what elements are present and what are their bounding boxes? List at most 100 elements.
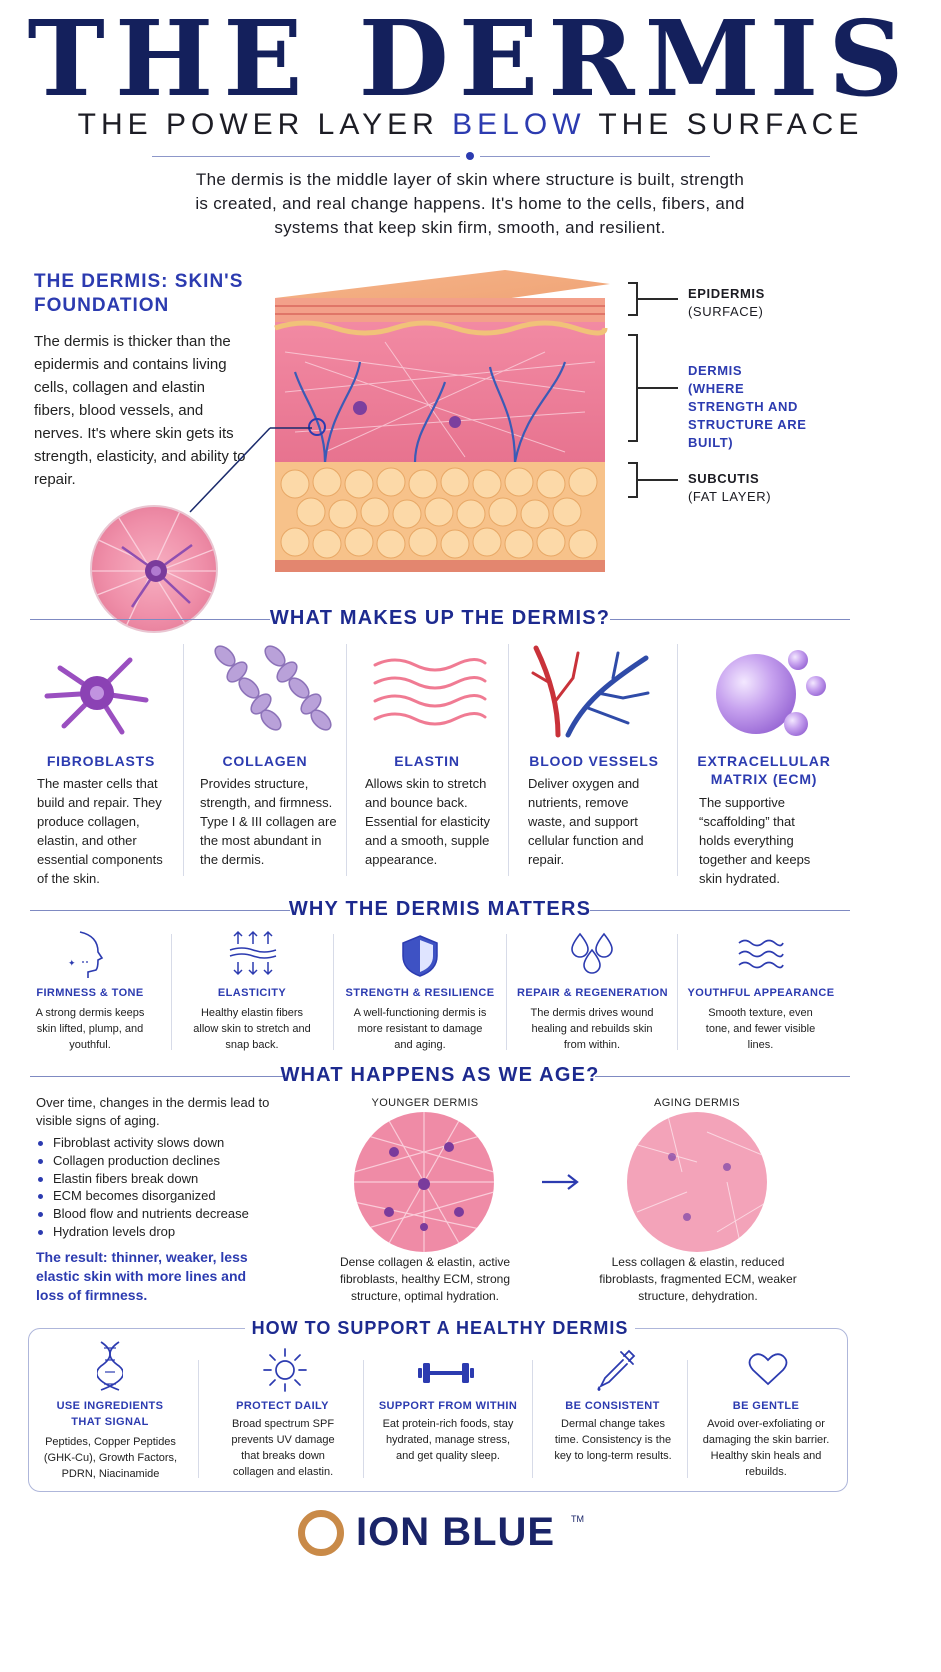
list-item: Blood flow and nutrients decrease xyxy=(36,1205,296,1223)
layer-name-epidermis: EPIDERMIS xyxy=(688,286,765,301)
matters-text-repair: The dermis drives wound healing and rebu… xyxy=(530,1007,654,1051)
components-heading-text: WHAT MAKES UP THE DERMIS? xyxy=(269,607,611,629)
ecm-bubble-icon xyxy=(716,650,826,736)
layer-label-epidermis: EPIDERMIS (SURFACE) xyxy=(688,285,765,321)
face-profile-icon: ✦ xyxy=(68,931,104,978)
support-title-ingredients: USE INGREDIENTS THAT SIGNAL xyxy=(56,1400,164,1428)
page-title: THE DERMIS xyxy=(27,0,914,120)
component-title-collagen: COLLAGEN xyxy=(222,753,308,769)
aging-dermis-caption: Less collagen & elastin, reduced fibrobl… xyxy=(599,1255,797,1303)
matters-text-youthful: Smooth texture, even tone, and fewer vis… xyxy=(705,1007,816,1051)
elastin-icon xyxy=(373,658,487,726)
matters-heading-text: WHY THE DERMIS MATTERS xyxy=(288,898,592,920)
layer-label-dermis: DERMIS (WHERE STRENGTH AND STRUCTURE ARE… xyxy=(688,362,818,452)
components-section-heading: WHAT MAKES UP THE DERMIS? xyxy=(30,607,850,631)
brand-name: ION BLUE xyxy=(356,1510,556,1554)
component-title-blood-vessels: BLOOD VESSELS xyxy=(529,753,659,769)
stretch-arrows-icon xyxy=(229,930,277,976)
support-divider xyxy=(198,1360,199,1478)
list-item: Collagen production declines xyxy=(36,1152,296,1170)
zoom-connector-line xyxy=(189,427,312,513)
support-title-protect: PROTECT DAILY xyxy=(236,1400,329,1412)
header-divider-left xyxy=(152,156,460,157)
dropper-icon xyxy=(597,1349,636,1391)
brand-logo-ring xyxy=(298,1510,344,1556)
subtitle-highlight: BELOW xyxy=(452,108,586,141)
matters-title-elasticity: ELASTICITY xyxy=(217,987,287,999)
layer-sub-subcutis: (FAT LAYER) xyxy=(688,489,772,504)
matters-text-firmness: A strong dermis keeps skin lifted, plump… xyxy=(35,1007,145,1051)
header-divider-dot xyxy=(466,152,474,160)
matters-divider xyxy=(506,934,507,1050)
subcutis-bracket-tail xyxy=(638,479,678,481)
brand-trademark: TM xyxy=(571,1514,584,1524)
svg-text:✦: ✦ xyxy=(68,959,76,969)
matters-divider xyxy=(333,934,334,1050)
aging-result: The result: thinner, weaker, less elasti… xyxy=(36,1249,248,1303)
support-title-within: SUPPORT FROM WITHIN xyxy=(378,1400,518,1412)
matters-text-strength: A well-functioning dermis is more resist… xyxy=(353,1007,487,1051)
intro-paragraph: The dermis is the middle layer of skin w… xyxy=(195,170,745,237)
dermis-zoom-circle xyxy=(90,505,218,633)
shield-icon xyxy=(402,935,438,977)
aging-dermis-circle xyxy=(627,1112,767,1252)
component-divider xyxy=(183,644,184,876)
collagen-icon xyxy=(214,645,332,731)
aging-dermis-label: AGING DERMIS xyxy=(653,1097,741,1109)
component-text-ecm: The supportive “scaffolding” that holds … xyxy=(699,795,811,886)
waves-icon xyxy=(738,939,784,969)
matters-section-heading: WHY THE DERMIS MATTERS xyxy=(30,898,850,922)
matters-title-repair: REPAIR & REGENERATION xyxy=(516,987,668,999)
aging-changes-list: Fibroblast activity slows down Collagen … xyxy=(36,1134,296,1241)
blood-vessels-icon xyxy=(531,645,650,738)
component-text-blood-vessels: Deliver oxygen and nutrients, remove was… xyxy=(528,776,644,867)
subtitle-part-2: THE SURFACE xyxy=(598,108,864,141)
matters-title-firmness: FIRMNESS & TONE xyxy=(36,987,144,999)
list-item: Elastin fibers break down xyxy=(36,1170,296,1188)
support-heading: HOW TO SUPPORT A HEALTHY DERMIS xyxy=(245,1318,635,1339)
component-title-elastin: ELASTIN xyxy=(394,753,460,769)
list-item: Hydration levels drop xyxy=(36,1223,296,1241)
support-title-consistent: BE CONSISTENT xyxy=(565,1400,660,1412)
dumbbell-icon xyxy=(418,1363,474,1383)
component-text-fibroblasts: The master cells that build and repair. … xyxy=(37,776,163,886)
aging-intro: Over time, changes in the dermis lead to… xyxy=(36,1095,270,1128)
sun-icon xyxy=(263,1348,307,1392)
support-text-consistent: Dermal change takes time. Consistency is… xyxy=(554,1418,672,1462)
component-title-fibroblasts: FIBROBLASTS xyxy=(46,753,156,769)
dermis-bracket-tail xyxy=(638,387,678,389)
droplets-icon xyxy=(571,932,613,974)
matters-divider xyxy=(677,934,678,1050)
support-title-gentle: BE GENTLE xyxy=(732,1400,800,1412)
support-text-gentle: Avoid over-exfoliating or damaging the s… xyxy=(702,1418,830,1478)
support-divider xyxy=(532,1360,533,1478)
layer-sub-epidermis: (SURFACE) xyxy=(688,304,764,319)
younger-dermis-circle xyxy=(354,1112,494,1252)
component-text-elastin: Allows skin to stretch and bounce back. … xyxy=(365,776,490,867)
component-divider xyxy=(508,644,509,876)
subcutis-bracket xyxy=(628,462,638,498)
dermis-bracket xyxy=(628,334,638,442)
component-text-collagen: Provides structure, strength, and firmne… xyxy=(200,776,337,867)
younger-dermis-label: YOUNGER DERMIS xyxy=(371,1097,479,1109)
heart-icon xyxy=(748,1353,788,1386)
matters-divider xyxy=(171,934,172,1050)
page-subtitle: THE POWER LAYER BELOW THE SURFACE xyxy=(0,108,941,142)
foundation-title: THE DERMIS: SKIN'S FOUNDATION xyxy=(34,271,244,316)
header-divider-right xyxy=(480,156,710,157)
dna-icon xyxy=(97,1341,123,1391)
subtitle-part-1: THE POWER LAYER xyxy=(77,108,439,141)
list-item: ECM becomes disorganized xyxy=(36,1187,296,1205)
epidermis-bracket-tail xyxy=(638,298,678,300)
matters-title-strength: STRENGTH & RESILIENCE xyxy=(345,987,495,999)
component-divider xyxy=(677,644,678,876)
layer-name-subcutis: SUBCUTIS xyxy=(688,471,760,486)
support-divider xyxy=(363,1360,364,1478)
arrow-right-icon xyxy=(542,1174,579,1190)
matters-text-elasticity: Healthy elastin fibers allow skin to str… xyxy=(193,1007,311,1051)
foundation-text: The dermis is thicker than the epidermis… xyxy=(34,333,246,488)
aging-heading-text: WHAT HAPPENS AS WE AGE? xyxy=(280,1064,600,1086)
matters-title-youthful: YOUTHFUL APPEARANCE xyxy=(687,987,835,999)
aging-section-heading: WHAT HAPPENS AS WE AGE? xyxy=(30,1064,850,1088)
layer-label-subcutis: SUBCUTIS (FAT LAYER) xyxy=(688,470,771,506)
